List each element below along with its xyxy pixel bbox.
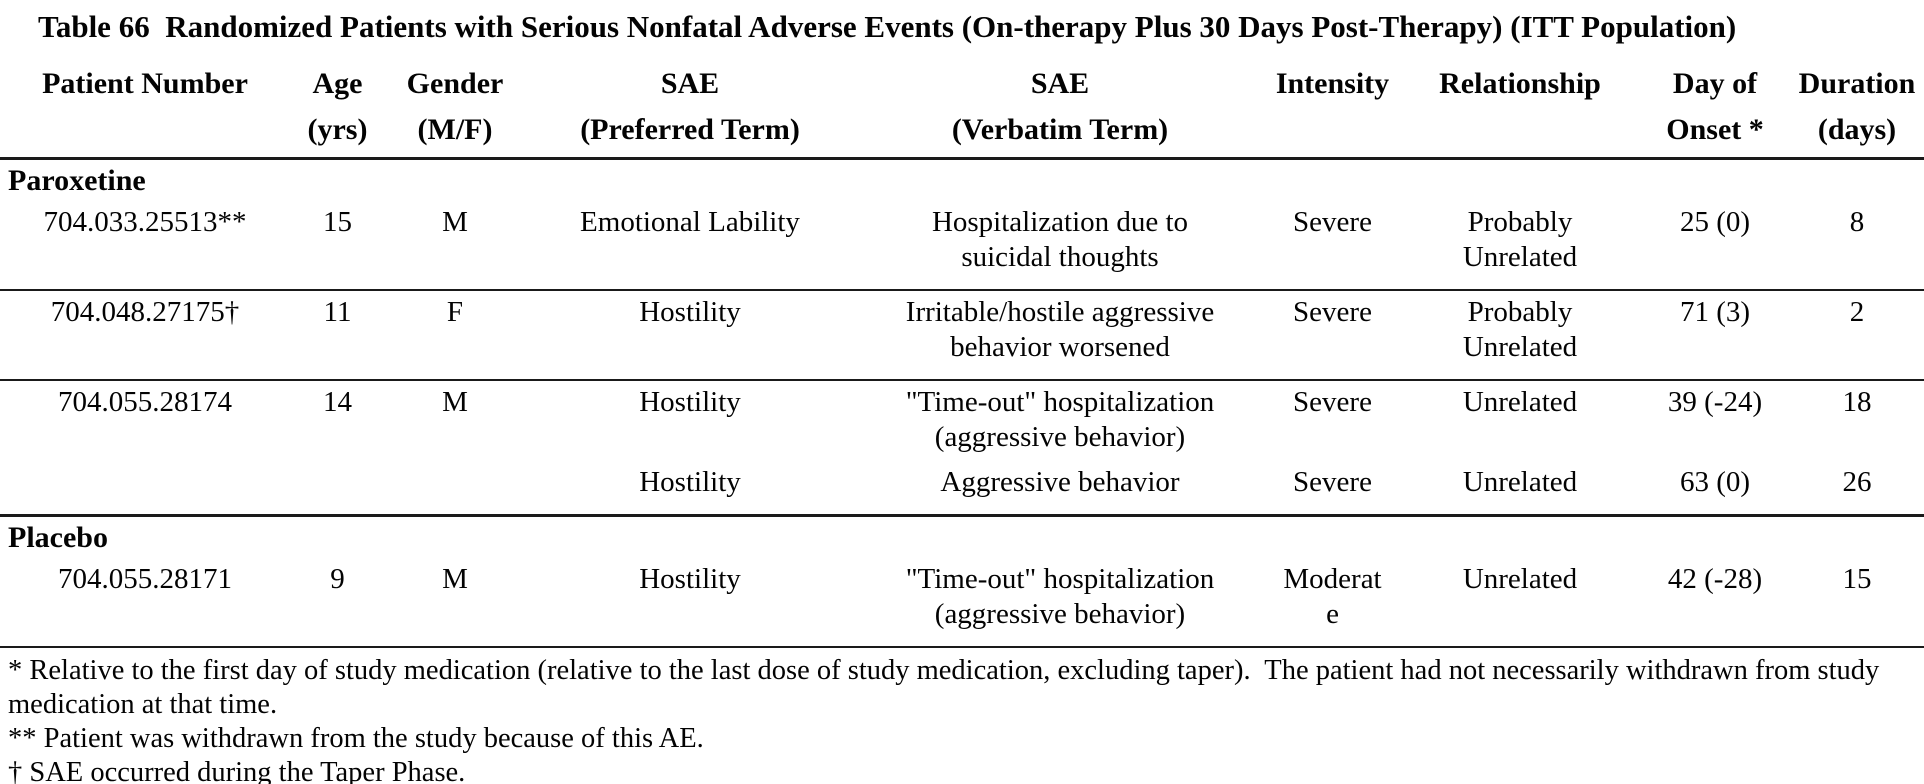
- cell-intensity: Severe: [1293, 466, 1372, 498]
- cell-gender: F: [446, 296, 464, 328]
- group-name: Placebo: [8, 521, 108, 554]
- cell-relationship: Unrelated: [1462, 466, 1578, 498]
- group-name: Paroxetine: [8, 164, 146, 197]
- column-header-gender: Gender (M/F): [406, 67, 504, 146]
- patient-row-704-055-28171: 704.055.28171 9 M Hostility "Time-out" h…: [0, 558, 1924, 647]
- cell-gender: M: [442, 563, 468, 595]
- cell-sae-verbatim-term: Aggressive behavior: [940, 466, 1180, 498]
- cell-sae-preferred-term: Hostility: [639, 386, 741, 418]
- cell-intensity: Severe: [1293, 296, 1372, 328]
- cell-patient-number: 704.033.25513**: [43, 206, 247, 238]
- column-header-patient-number: Patient Number: [42, 67, 248, 100]
- column-header-duration: Duration (days): [1798, 67, 1916, 146]
- column-header-relationship: Relationship: [1439, 67, 1601, 100]
- cell-sae-verbatim-term: Hospitalization due to suicidal thoughts: [931, 206, 1189, 273]
- cell-relationship: Unrelated: [1462, 563, 1578, 595]
- cell-sae-preferred-term: Hostility: [639, 296, 741, 328]
- cell-age: 11: [323, 296, 352, 328]
- cell-patient-number: [0, 461, 290, 516]
- cell-sae-preferred-term: Emotional Lability: [580, 206, 800, 238]
- group-header-placebo: Placebo: [0, 516, 1924, 559]
- cell-patient-number: 704.055.28171: [58, 563, 232, 595]
- footnote-double-asterisk: ** Patient was withdrawn from the study …: [8, 723, 704, 754]
- cell-age: [290, 461, 385, 516]
- column-header-day-of-onset: Day of Onset *: [1666, 67, 1764, 146]
- cell-day-of-onset: 25 (0): [1679, 206, 1751, 238]
- cell-gender: M: [442, 206, 468, 238]
- cell-day-of-onset: 42 (-28): [1667, 563, 1763, 595]
- cell-sae-verbatim-term: "Time-out" hospitalization (aggressive b…: [905, 563, 1215, 630]
- column-header-age: Age (yrs): [307, 67, 368, 146]
- cell-relationship: Probably Unrelated: [1462, 296, 1578, 363]
- cell-duration: 26: [1842, 466, 1872, 498]
- header-row: Patient Number Age (yrs) Gender (M/F) SA…: [0, 59, 1924, 159]
- patient-row-704-048-27175: 704.048.27175† 11 F Hostility Irritable/…: [0, 290, 1924, 380]
- cell-gender: [385, 461, 525, 516]
- cell-sae-preferred-term: Hostility: [639, 466, 741, 498]
- cell-duration: 15: [1842, 563, 1872, 595]
- footnote-dagger: † SAE occurred during the Taper Phase.: [8, 757, 466, 784]
- group-header-paroxetine: Paroxetine: [0, 159, 1924, 202]
- cell-age: 15: [323, 206, 352, 238]
- cell-age: 9: [330, 563, 345, 595]
- cell-gender: M: [442, 386, 468, 418]
- footnote-asterisk: * Relative to the first day of study med…: [8, 655, 1887, 720]
- patient-row-704-055-28174-event-2: Hostility Aggressive behavior Severe Unr…: [0, 461, 1924, 516]
- patient-row-704-033-25513: 704.033.25513** 15 M Emotional Lability …: [0, 201, 1924, 290]
- cell-intensity: Severe: [1293, 386, 1372, 418]
- cell-patient-number: 704.048.27175†: [50, 296, 240, 328]
- cell-day-of-onset: 39 (-24): [1667, 386, 1763, 418]
- cell-duration: 2: [1849, 296, 1865, 328]
- column-header-intensity: Intensity: [1275, 67, 1390, 100]
- cell-patient-number: 704.055.28174: [58, 386, 232, 418]
- cell-sae-verbatim-term: "Time-out" hospitalization (aggressive b…: [905, 386, 1215, 453]
- cell-sae-preferred-term: Hostility: [639, 563, 741, 595]
- cell-day-of-onset: 63 (0): [1679, 466, 1751, 498]
- cell-age: 14: [323, 386, 352, 418]
- cell-day-of-onset: 71 (3): [1679, 296, 1751, 328]
- cell-duration: 18: [1842, 386, 1872, 418]
- table-title: Table 66 Randomized Patients with Seriou…: [38, 9, 1737, 44]
- cell-sae-verbatim-term: Irritable/hostile aggressive behavior wo…: [905, 296, 1215, 363]
- footnotes-section: * Relative to the first day of study med…: [0, 648, 1924, 784]
- column-header-sae-preferred-term: SAE (Preferred Term): [580, 67, 800, 146]
- cell-intensity: Severe: [1293, 206, 1372, 238]
- cell-intensity: Moderat e: [1283, 563, 1382, 630]
- cell-duration: 8: [1849, 206, 1865, 238]
- patient-row-704-055-28174: 704.055.28174 14 M Hostility "Time-out" …: [0, 380, 1924, 461]
- cell-relationship: Unrelated: [1462, 386, 1578, 418]
- column-header-sae-verbatim-term: SAE (Verbatim Term): [951, 67, 1169, 146]
- cell-relationship: Probably Unrelated: [1462, 206, 1578, 273]
- adverse-events-table: Patient Number Age (yrs) Gender (M/F) SA…: [0, 59, 1924, 648]
